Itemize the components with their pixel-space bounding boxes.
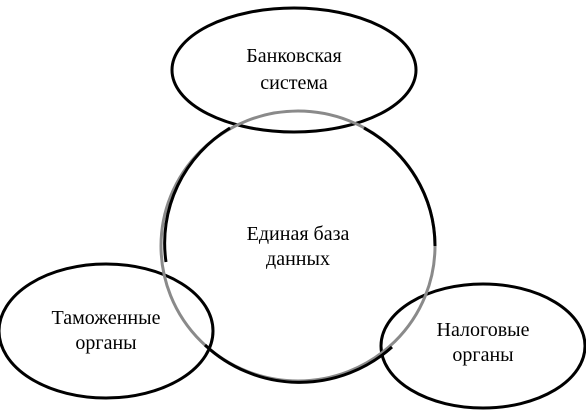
node-label-top-line1: Банковская (246, 45, 341, 67)
center-outline-dark (163, 126, 437, 384)
node-label-left-line1: Таможенные (52, 307, 161, 329)
node-banking-system (170, 6, 418, 134)
node-label-left-line2: органы (75, 332, 136, 354)
node-label-center-line2: данных (266, 248, 330, 270)
node-label-right-line2: органы (452, 344, 513, 366)
node-tax-authorities (379, 282, 586, 410)
node-label-center-line1: Единая база (247, 223, 350, 245)
node-label-top-line2: система (260, 72, 328, 94)
node-customs-authorities (0, 262, 215, 400)
node-label-right-line1: Налоговые (437, 319, 530, 341)
